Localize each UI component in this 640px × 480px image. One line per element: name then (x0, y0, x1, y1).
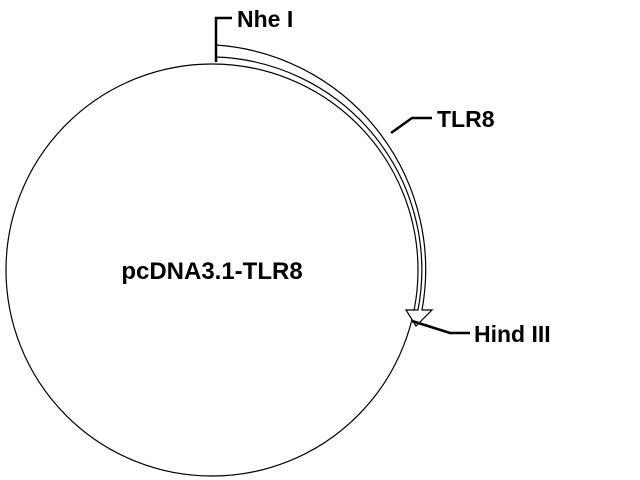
hind3-label: Hind III (474, 321, 551, 347)
nhe1-leader (214, 16, 232, 62)
tlr8-leader (390, 116, 432, 135)
insert-arrow (215, 44, 434, 327)
hind3-leader (411, 319, 470, 335)
plasmid-name: pcDNA3.1-TLR8 (121, 258, 302, 285)
nhe1-label: Nhe I (237, 6, 293, 32)
plasmid-circle (5, 63, 419, 477)
insert-label: TLR8 (437, 106, 495, 132)
